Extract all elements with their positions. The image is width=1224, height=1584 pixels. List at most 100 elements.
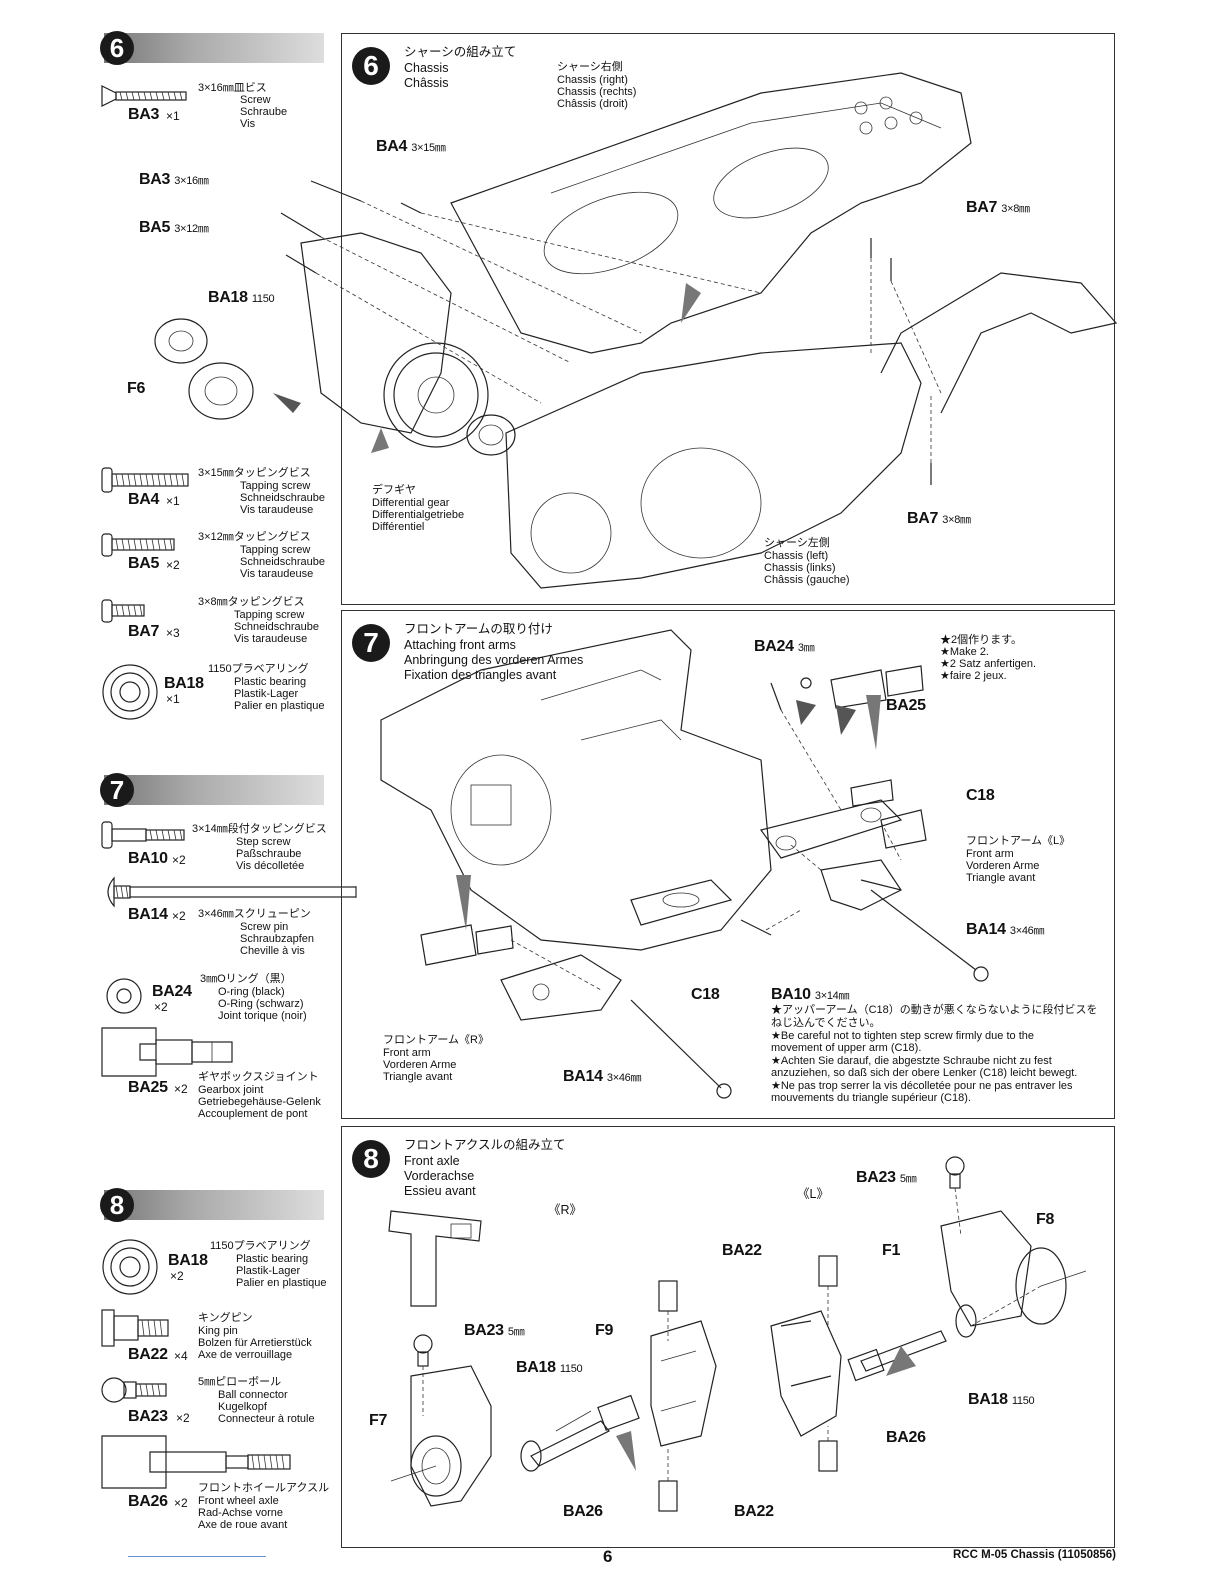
part-en: Tapping screw xyxy=(240,480,311,492)
chassis-right-de: Chassis (rechts) xyxy=(557,86,637,98)
part-code: BA18 xyxy=(168,1252,208,1269)
part-en: Plastic bearing xyxy=(236,1253,309,1265)
part-en: Gearbox joint xyxy=(198,1084,264,1096)
part-en: Screw xyxy=(240,94,271,106)
part-de: Paßschraube xyxy=(236,848,302,860)
step7-note: ねじ込んでください。 xyxy=(771,1017,881,1029)
part-code: BA23 xyxy=(128,1408,168,1425)
part-label: C18 xyxy=(966,787,995,804)
part-code: BA7 xyxy=(128,623,160,640)
part-qty: ×3 xyxy=(166,626,180,640)
part-de: O-Ring (schwarz) xyxy=(218,998,304,1010)
part-qty: ×2 xyxy=(174,1082,188,1096)
chassis-right-en: Chassis (right) xyxy=(557,74,628,86)
part-jp: 1150プラベアリング xyxy=(210,1240,311,1252)
chassis-left-jp: シャーシ左側 xyxy=(764,537,830,549)
part-qty: ×2 xyxy=(154,1000,168,1014)
part-jp: 3×12㎜タッピングビス xyxy=(198,531,311,543)
part-fr: Vis taraudeuse xyxy=(234,633,308,645)
part-fr: Accouplement de pont xyxy=(198,1108,308,1120)
step-title-jp: シャーシの組み立て xyxy=(404,45,517,59)
front-arm-l-jp: フロントアーム《L》 xyxy=(966,835,1071,847)
part-label: BA18 1150 xyxy=(516,1359,583,1376)
part-en: Screw pin xyxy=(240,921,289,933)
part-label: BA22 xyxy=(734,1503,774,1520)
part-label: BA26 xyxy=(886,1429,926,1446)
part-label: BA23 5㎜ xyxy=(464,1322,525,1339)
part-fr: Axe de roue avant xyxy=(198,1519,288,1531)
part-en: Front wheel axle xyxy=(198,1495,279,1507)
chassis-left-de: Chassis (links) xyxy=(764,562,836,574)
part-jp: 3×16㎜皿ビス xyxy=(198,82,267,94)
part-label: BA7 3×8㎜ xyxy=(907,510,971,527)
part-qty: ×1 xyxy=(166,109,180,123)
part-code: BA14 xyxy=(128,906,168,923)
part-label: BA24 3㎜ xyxy=(754,638,815,655)
footer-title: RCC M-05 Chassis (11050856) xyxy=(953,1549,1116,1561)
page-number: 6 xyxy=(603,1547,613,1566)
part-code: BA25 xyxy=(128,1079,168,1096)
screw-icon-ba3 xyxy=(101,85,187,107)
part-fr: Vis xyxy=(240,118,256,130)
part-fr: Vis taraudeuse xyxy=(240,504,314,516)
section-number-8: 8 xyxy=(100,1188,134,1222)
part-fr: Cheville à vis xyxy=(240,945,305,957)
part-en: Step screw xyxy=(236,836,291,848)
part-jp: キングピン xyxy=(198,1312,253,1324)
part-qty: ×4 xyxy=(174,1349,188,1363)
part-code: BA5 xyxy=(128,555,160,572)
chassis-left-en: Chassis (left) xyxy=(764,550,829,562)
step7-note: ★アッパーアーム（C18）の動きが悪くならないように段付ビスを xyxy=(771,1004,1098,1016)
part-qty: ×2 xyxy=(166,558,180,572)
o-ring-icon-ba24 xyxy=(106,978,142,1014)
part-label: BA14 3×46㎜ xyxy=(966,921,1045,938)
part-label: BA23 5㎜ xyxy=(856,1169,917,1186)
part-jp: 5㎜ピローボール xyxy=(198,1376,282,1388)
part-en: Ball connector xyxy=(218,1389,288,1401)
step7-note: movement of upper arm (C18). xyxy=(771,1042,922,1054)
front-arm-l-fr: Triangle avant xyxy=(966,872,1036,884)
part-label: BA4 3×15㎜ xyxy=(376,138,446,155)
step7-note: mouvements du triangle supérieur (C18). xyxy=(771,1092,971,1104)
part-label: F6 xyxy=(127,380,146,397)
part-code: BA3 xyxy=(128,106,160,123)
step-screw-icon-ba10 xyxy=(101,821,185,849)
part-qty: ×2 xyxy=(170,1269,184,1283)
part-qty: ×2 xyxy=(172,909,186,923)
diff-gear-fr: Différentiel xyxy=(372,521,425,533)
step-title-fr: Essieu avant xyxy=(404,1184,476,1198)
front-arm-drawing xyxy=(380,629,989,1099)
part-de: Schneidschraube xyxy=(234,621,320,633)
part-jp: 3×46㎜スクリューピン xyxy=(198,908,311,920)
king-pin-icon-ba22 xyxy=(101,1309,169,1347)
chassis-assembly-drawing xyxy=(154,72,1118,589)
part-jp: ギヤボックスジョイント xyxy=(198,1071,319,1083)
step-6-panel xyxy=(341,33,1115,605)
part-label: BA25 xyxy=(886,697,926,714)
part-qty: ×2 xyxy=(172,853,186,867)
front-axle-drawing xyxy=(388,1156,1087,1512)
side-label-l: 《L》 xyxy=(797,1187,829,1201)
part-en: Tapping screw xyxy=(240,544,311,556)
make-note-jp: ★2個作ります。 xyxy=(940,634,1023,646)
part-label: BA14 3×46㎜ xyxy=(563,1068,642,1085)
part-code: BA24 xyxy=(152,983,192,1000)
part-label: F1 xyxy=(882,1242,901,1259)
part-de: Schraubzapfen xyxy=(240,933,314,945)
part-label: BA5 3×12㎜ xyxy=(139,219,209,236)
section-header-8 xyxy=(104,1190,324,1220)
part-en: Plastic bearing xyxy=(234,676,307,688)
ball-connector-icon-ba23 xyxy=(101,1377,167,1403)
part-de: Schraube xyxy=(240,106,288,118)
step-8-panel xyxy=(341,1126,1115,1548)
front-arm-r-jp: フロントアーム《R》 xyxy=(383,1034,489,1046)
step-title-fr: Châssis xyxy=(404,76,449,90)
wheel-axle-icon-ba26 xyxy=(101,1435,291,1489)
part-jp: フロントホイールアクスル xyxy=(198,1482,330,1494)
part-jp: 3×15㎜タッピングビス xyxy=(198,467,311,479)
part-de: Schneidschraube xyxy=(240,556,326,568)
part-code: BA10 xyxy=(128,850,168,867)
step-title-en: Front axle xyxy=(404,1154,460,1168)
part-jp: 1150プラベアリング xyxy=(208,663,309,675)
screw-icon-ba5 xyxy=(101,533,175,557)
